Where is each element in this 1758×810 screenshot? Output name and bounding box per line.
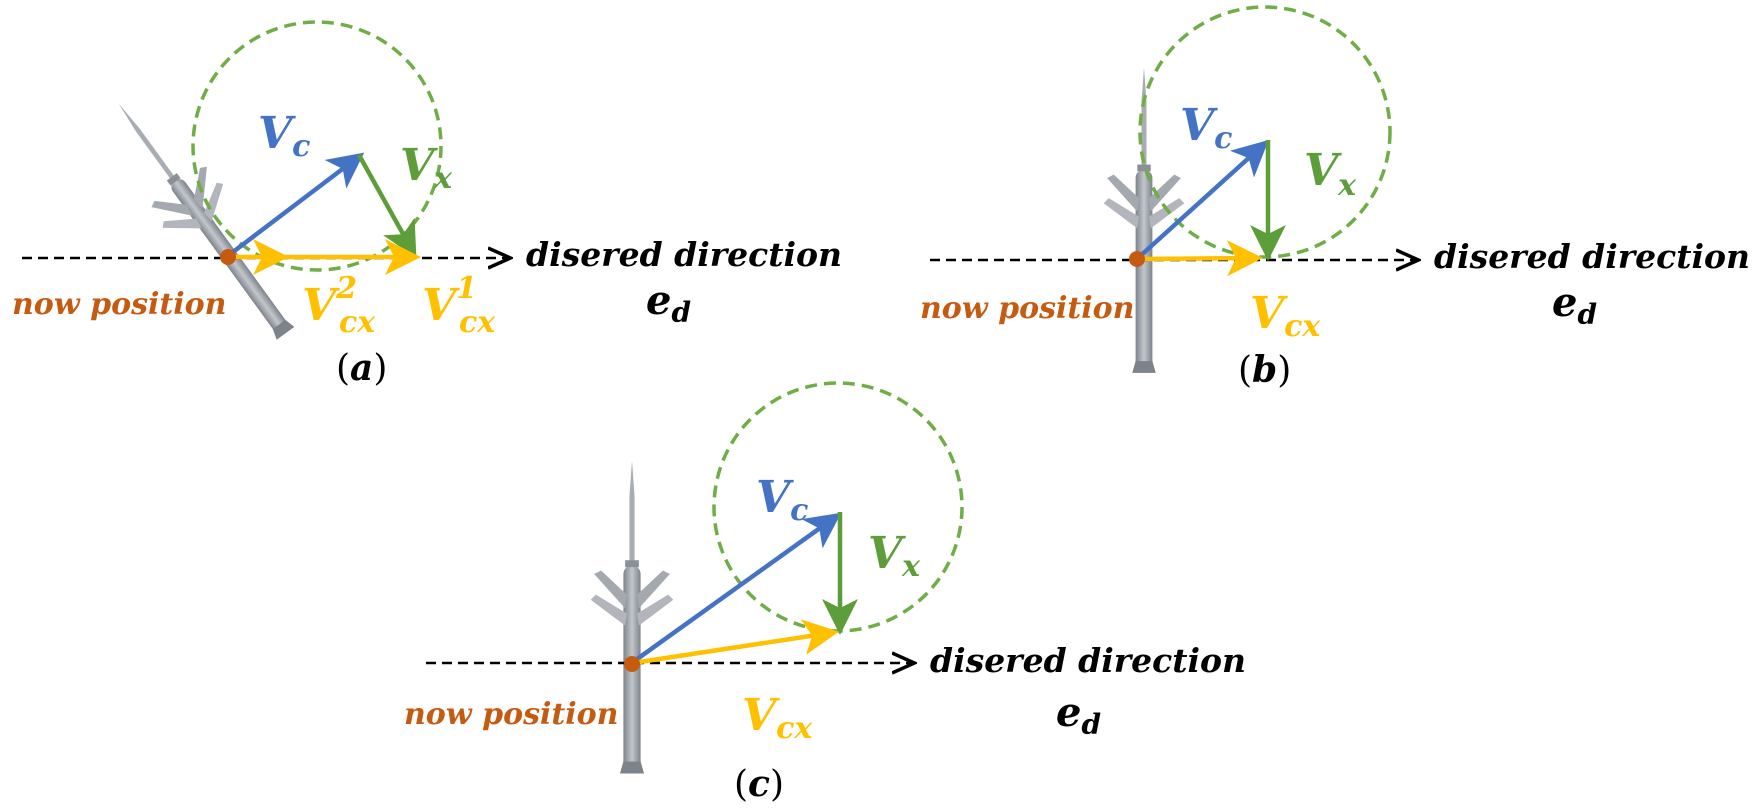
vc-arrow-b [1136, 139, 1269, 260]
now-position-dot-a [220, 249, 236, 265]
panel-label-a: (a) [336, 347, 387, 389]
vcx-label-b: Vcx [1250, 288, 1321, 344]
aircraft-b [1103, 67, 1185, 373]
now-position-label-b: now position [920, 291, 1134, 326]
ed-label-a: ed [646, 277, 691, 329]
desired-direction-label-b: disered direction [1434, 237, 1750, 276]
vcx-arrow-c [632, 619, 839, 666]
vx-label-b: Vx [1304, 145, 1357, 203]
vcx-arrow-b [1137, 240, 1263, 277]
now-position-dot-b [1129, 251, 1145, 267]
vc-label-a: Vc [258, 108, 310, 164]
vx-label-c: Vx [868, 528, 921, 584]
now-position-label-c: now position [404, 697, 618, 732]
vcx-label-c: Vcx [742, 690, 813, 746]
vx-label-a: Vx [400, 140, 453, 196]
vx-arrow-a [357, 153, 417, 258]
vc-arrow-c [631, 512, 842, 664]
vx-range-circle-a [191, 20, 443, 272]
ed-label-c: ed [1056, 689, 1101, 741]
panel-label-b: (b) [1238, 349, 1291, 391]
panel-b: Vc Vx Vcx now position disered direction… [920, 5, 1750, 391]
ed-label-b: ed [1552, 279, 1597, 331]
vc-label-b: Vc [1180, 100, 1232, 156]
panel-label-c: (c) [734, 763, 784, 805]
vc-arrow-a [227, 152, 365, 257]
now-position-label-a: now position [12, 287, 226, 322]
desired-direction-label-c: disered direction [930, 641, 1246, 680]
vc-label-c: Vc [756, 472, 808, 528]
now-position-dot-c [624, 656, 640, 672]
desired-direction-label-a: disered direction [526, 235, 842, 274]
panel-c: Vc Vx Vcx now position disered direction… [404, 381, 1246, 805]
